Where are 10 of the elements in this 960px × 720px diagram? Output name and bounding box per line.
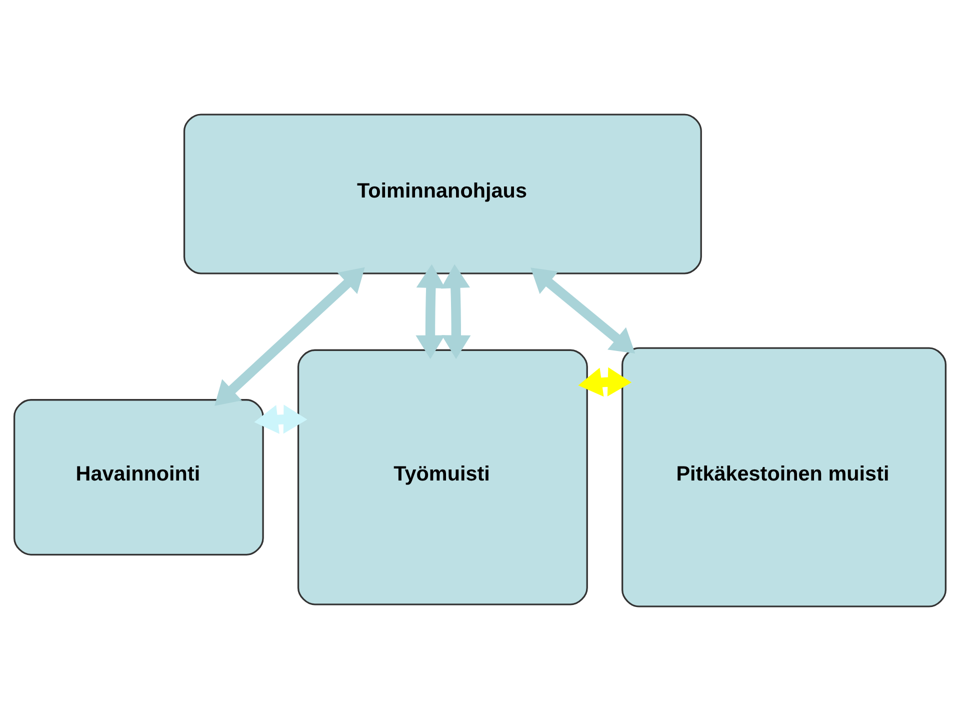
arrow — [530, 267, 636, 354]
node-box: Pitkäkestoinen muisti — [622, 346, 947, 607]
arrow — [440, 264, 471, 359]
arrow — [416, 264, 446, 359]
arrow — [214, 266, 365, 406]
node-box: Havainnointi — [13, 398, 264, 555]
node-box: Toiminnanohjaus — [183, 113, 702, 274]
arrow — [578, 366, 632, 396]
node-box: Työmuisti — [297, 348, 588, 605]
arrow — [254, 404, 308, 434]
